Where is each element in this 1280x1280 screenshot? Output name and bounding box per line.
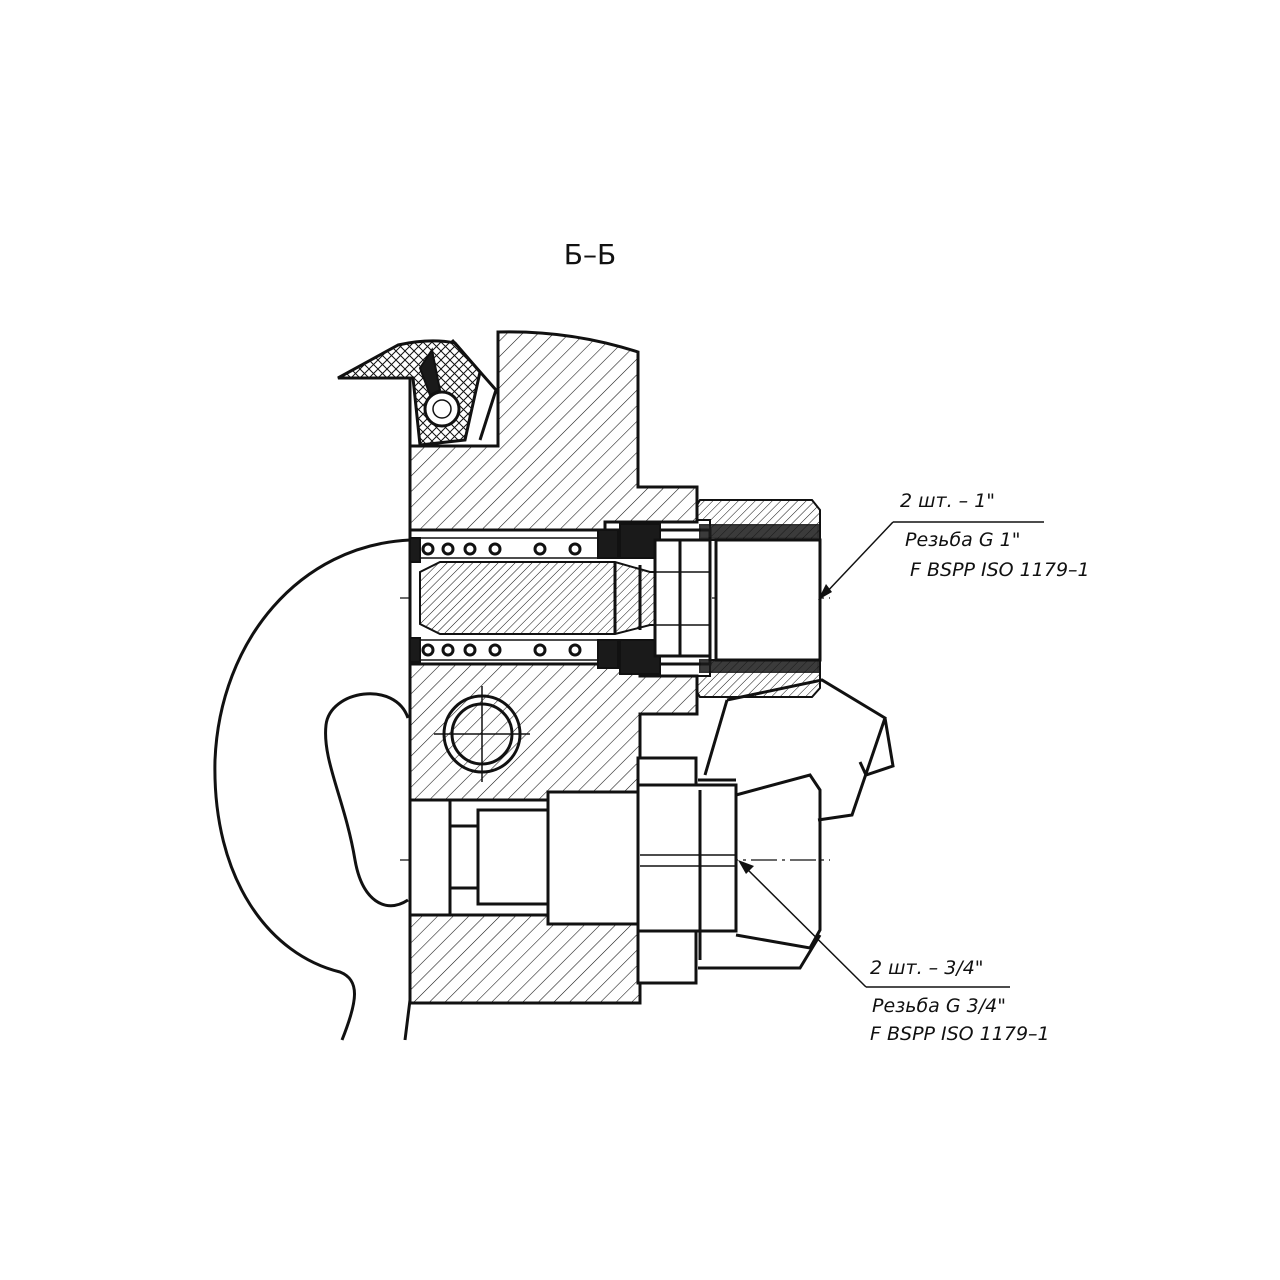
lower-fitting-3-4in bbox=[408, 756, 822, 985]
callout-bottom-thread-line2: F BSPP ISO 1179–1 bbox=[870, 1023, 1050, 1045]
section-title: Б–Б bbox=[564, 238, 616, 271]
main-body bbox=[408, 330, 699, 1005]
leader-bottom bbox=[738, 860, 1010, 988]
upper-valve-assembly bbox=[408, 523, 712, 675]
hook-outline bbox=[213, 538, 412, 1041]
callout-bottom-quantity: 2 шт. – 3/4" bbox=[870, 957, 984, 979]
callout-top-quantity: 2 шт. – 1" bbox=[900, 490, 995, 512]
callout-top-thread-line2: F BSPP ISO 1179–1 bbox=[910, 559, 1090, 581]
bore-circle bbox=[434, 686, 530, 782]
angled-fitting bbox=[703, 678, 895, 822]
callout-top-thread-line1: Резьба G 1" bbox=[905, 529, 1020, 551]
upper-fitting-1in bbox=[696, 499, 822, 698]
leader-top bbox=[818, 521, 1044, 600]
seal-ring bbox=[337, 332, 500, 448]
callout-bottom-thread-line1: Резьба G 3/4" bbox=[872, 995, 1006, 1017]
